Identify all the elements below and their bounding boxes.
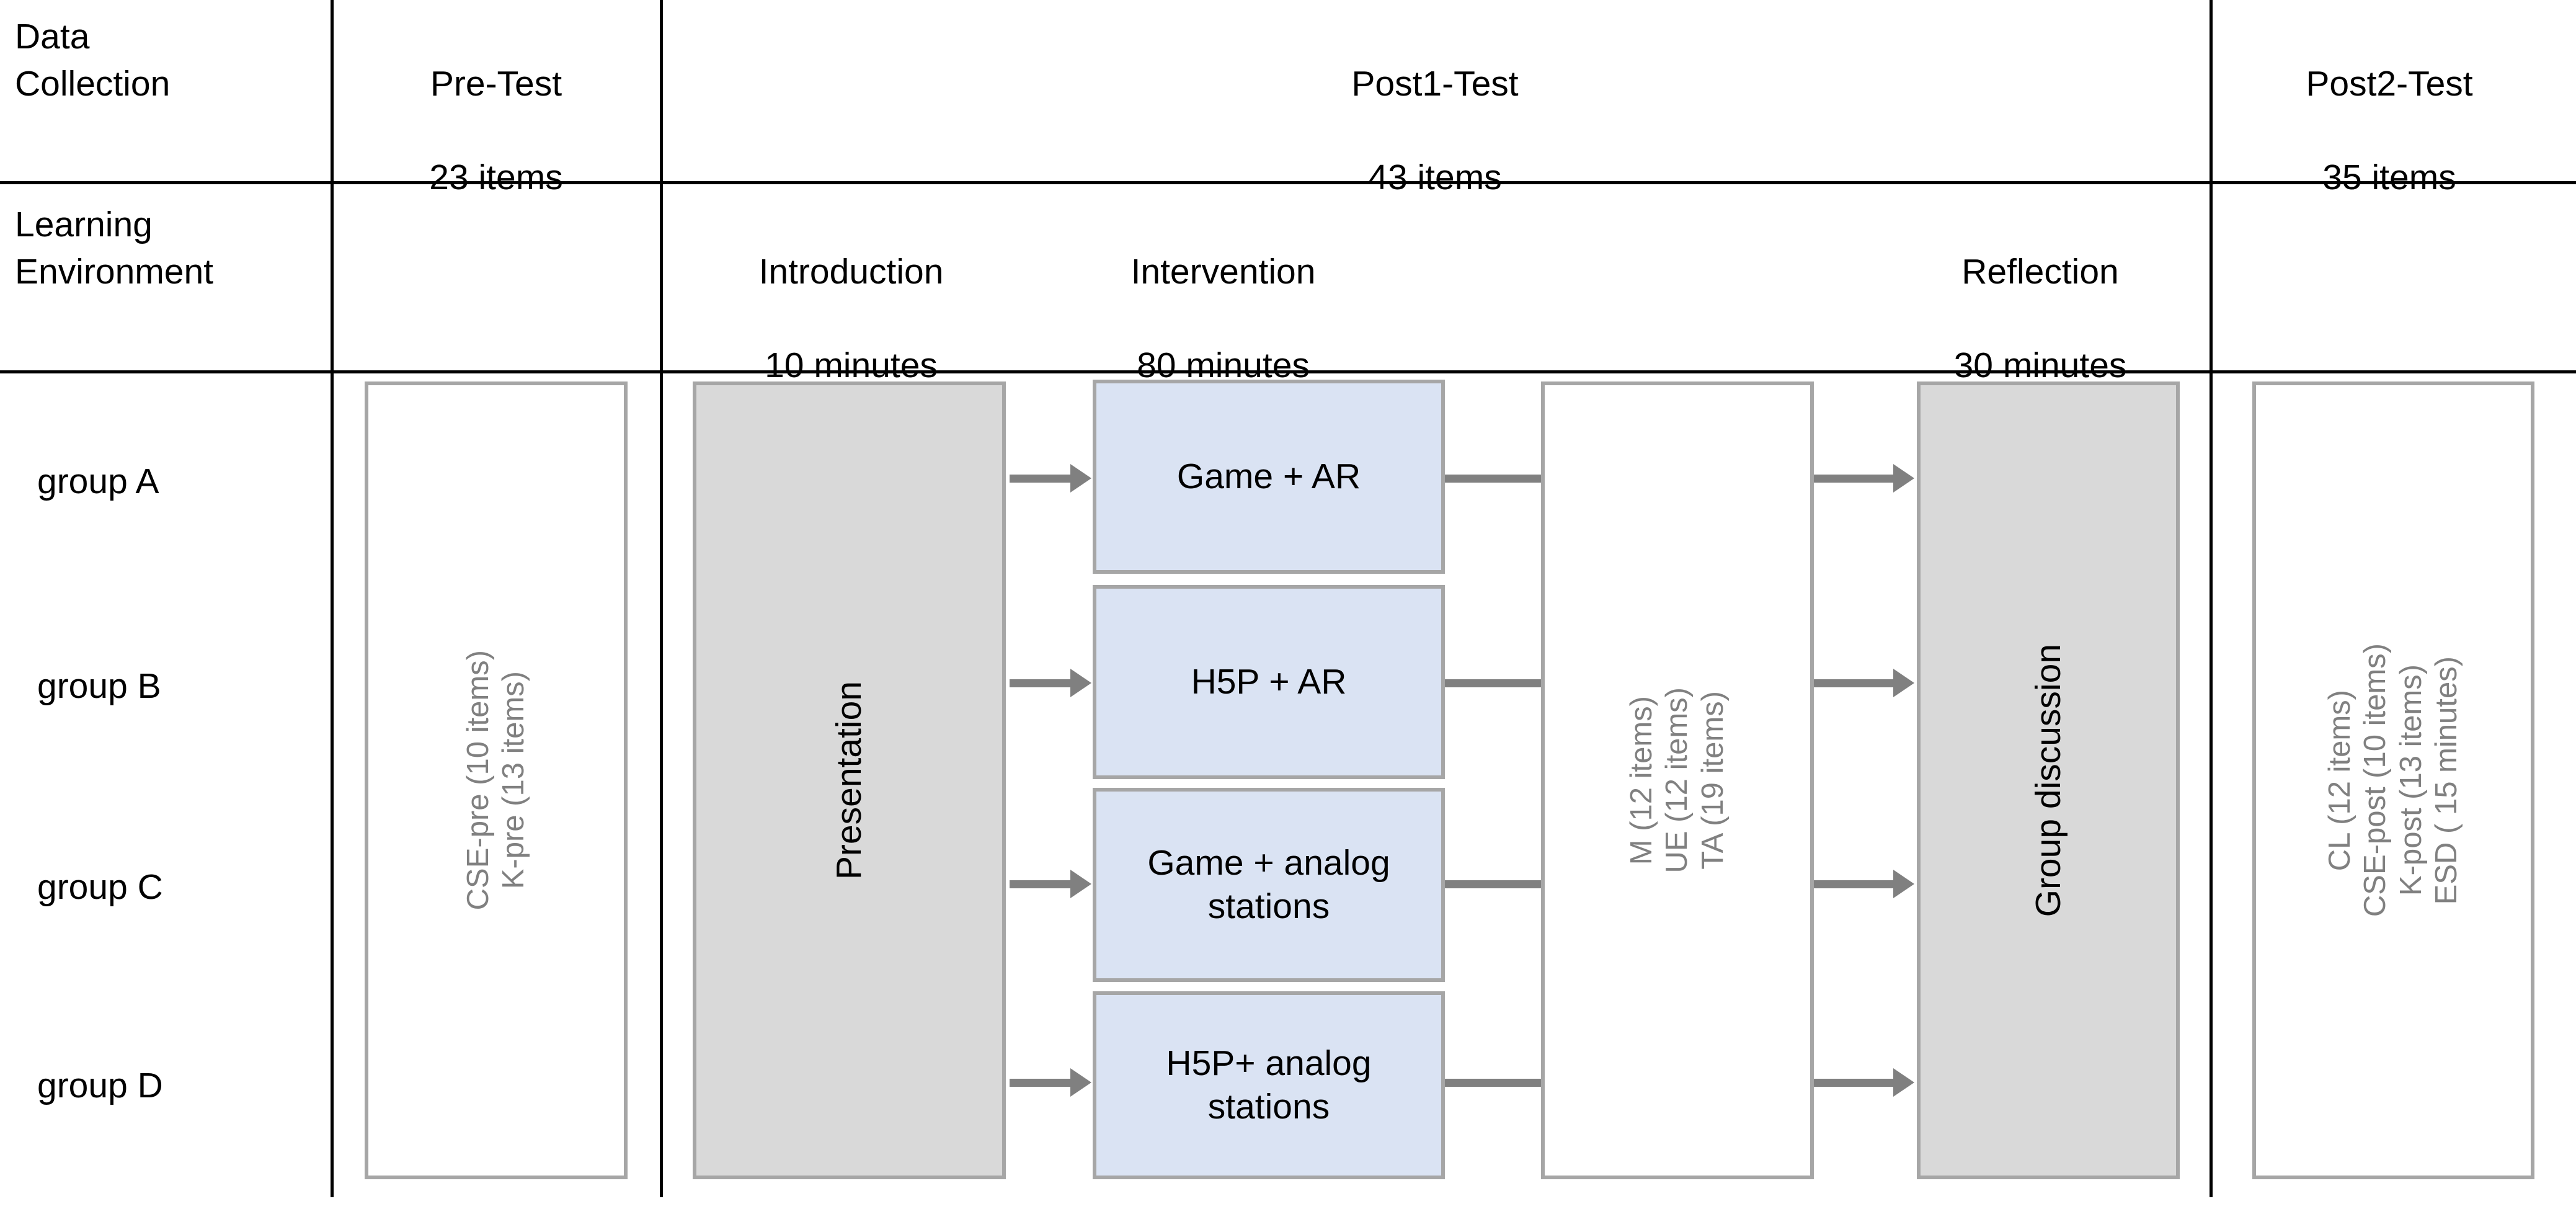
post1-test-measure-ue: UE (12 items) — [1660, 687, 1694, 873]
header-post1-test-title: Post1-Test — [1351, 63, 1519, 104]
intervention-box-group-a-label: Game + AR — [1176, 456, 1361, 496]
header-intervention: Intervention 80 minutes — [1054, 202, 1392, 390]
header-post2-test-title: Post2-Test — [2306, 63, 2473, 104]
reflection-group-discussion-box: Group discussion — [1917, 381, 2180, 1179]
header-pre-test: Pre-Test 23 items — [353, 14, 639, 202]
post1-test-measure-m: M (12 items) — [1624, 695, 1658, 865]
connector-group-a-to-post1-test — [1445, 475, 1544, 483]
group-label-a: group A — [37, 462, 159, 501]
post2-test-measure-k-post: K-post (13 items) — [2394, 664, 2428, 896]
arrow-line-post1-test-to-reflection-b — [1814, 679, 1894, 687]
connector-group-c-to-post1-test — [1445, 880, 1544, 888]
pre-test-measure-k-pre: K-pre (13 items) — [497, 671, 530, 890]
intervention-box-group-a: Game + AR — [1093, 380, 1445, 574]
introduction-presentation-label: Presentation — [829, 680, 869, 880]
arrow-line-post1-test-to-reflection-a — [1814, 475, 1894, 483]
arrow-head-presentation-to-group-a — [1070, 464, 1091, 493]
group-label-d: group D — [37, 1066, 163, 1105]
post1-test-measures: M (12 items) UE (12 items) TA (19 items) — [1545, 385, 1810, 1176]
post2-test-measure-cse-post: CSE-post (10 items) — [2358, 643, 2392, 917]
header-reflection: Reflection 30 minutes — [1873, 202, 2208, 390]
pre-test-measure-cse-pre: CSE-pre (10 items) — [461, 650, 495, 911]
pre-test-measures: CSE-pre (10 items) K-pre (13 items) — [368, 385, 624, 1176]
header-intervention-title: Intervention — [1130, 251, 1316, 292]
arrow-head-post1-test-to-reflection-b — [1893, 669, 1914, 697]
header-introduction-subtitle: 10 minutes — [765, 346, 938, 386]
post1-test-box: M (12 items) UE (12 items) TA (19 items) — [1541, 381, 1814, 1179]
divider-after-pre-test-column — [660, 0, 663, 1197]
intervention-box-group-d-label: H5P+ analog stations — [1166, 1043, 1372, 1127]
header-post2-test: Post2-Test 35 items — [2216, 14, 2563, 202]
arrow-line-post1-test-to-reflection-d — [1814, 1079, 1894, 1087]
group-label-b: group B — [37, 666, 161, 706]
header-introduction: Introduction 10 minutes — [682, 202, 1020, 390]
rule-below-learning-environment-row — [0, 370, 2576, 373]
connector-group-d-to-post1-test — [1445, 1079, 1544, 1087]
arrow-head-post1-test-to-reflection-d — [1893, 1068, 1914, 1097]
header-pre-test-title: Pre-Test — [430, 63, 562, 104]
post2-test-measure-esd: ESD ( 15 minutes) — [2429, 656, 2463, 905]
arrow-line-presentation-to-group-c — [1010, 880, 1072, 888]
arrow-line-presentation-to-group-d — [1010, 1079, 1072, 1087]
arrow-head-presentation-to-group-d — [1070, 1068, 1091, 1097]
intervention-box-group-b: H5P + AR — [1093, 585, 1445, 779]
intervention-box-group-d: H5P+ analog stations — [1093, 991, 1445, 1179]
arrow-line-post1-test-to-reflection-c — [1814, 880, 1894, 888]
introduction-presentation-box: Presentation — [693, 381, 1006, 1179]
header-post2-test-subtitle: 35 items — [2322, 158, 2456, 198]
post2-test-box: CL (12 items) CSE-post (10 items) K-post… — [2252, 381, 2534, 1179]
arrow-line-presentation-to-group-a — [1010, 475, 1072, 483]
arrow-head-presentation-to-group-c — [1070, 870, 1091, 898]
post1-test-measure-ta: TA (19 items) — [1695, 691, 1730, 870]
arrow-head-post1-test-to-reflection-c — [1893, 870, 1914, 898]
intervention-box-group-c-label: Game + analog stations — [1147, 842, 1390, 926]
connector-group-b-to-post1-test — [1445, 679, 1544, 687]
header-reflection-subtitle: 30 minutes — [1953, 346, 2127, 386]
header-post1-test-subtitle: 43 items — [1368, 158, 1502, 198]
arrow-line-presentation-to-group-b — [1010, 679, 1072, 687]
divider-after-post1-test-column — [2210, 0, 2213, 1197]
header-introduction-title: Introduction — [758, 251, 944, 292]
post2-test-measures: CL (12 items) CSE-post (10 items) K-post… — [2256, 385, 2531, 1176]
pre-test-box: CSE-pre (10 items) K-pre (13 items) — [365, 381, 628, 1179]
intervention-box-group-b-label: H5P + AR — [1191, 661, 1347, 702]
header-intervention-subtitle: 80 minutes — [1137, 346, 1310, 386]
rule-below-data-collection-row — [0, 181, 2576, 184]
intervention-box-group-c: Game + analog stations — [1093, 788, 1445, 982]
arrow-head-presentation-to-group-b — [1070, 669, 1091, 697]
header-reflection-title: Reflection — [1961, 251, 2119, 292]
arrow-head-post1-test-to-reflection-a — [1893, 464, 1914, 493]
post2-test-measure-cl: CL (12 items) — [2322, 689, 2356, 872]
reflection-group-discussion-label: Group discussion — [2028, 643, 2068, 917]
row-header-learning-environment: Learning Environment — [15, 205, 213, 292]
header-pre-test-subtitle: 23 items — [429, 158, 563, 198]
header-post1-test: Post1-Test 43 items — [666, 14, 2204, 202]
row-header-data-collection: Data Collection — [15, 17, 171, 104]
group-label-c: group C — [37, 867, 163, 907]
divider-after-row-header-column — [331, 0, 334, 1197]
